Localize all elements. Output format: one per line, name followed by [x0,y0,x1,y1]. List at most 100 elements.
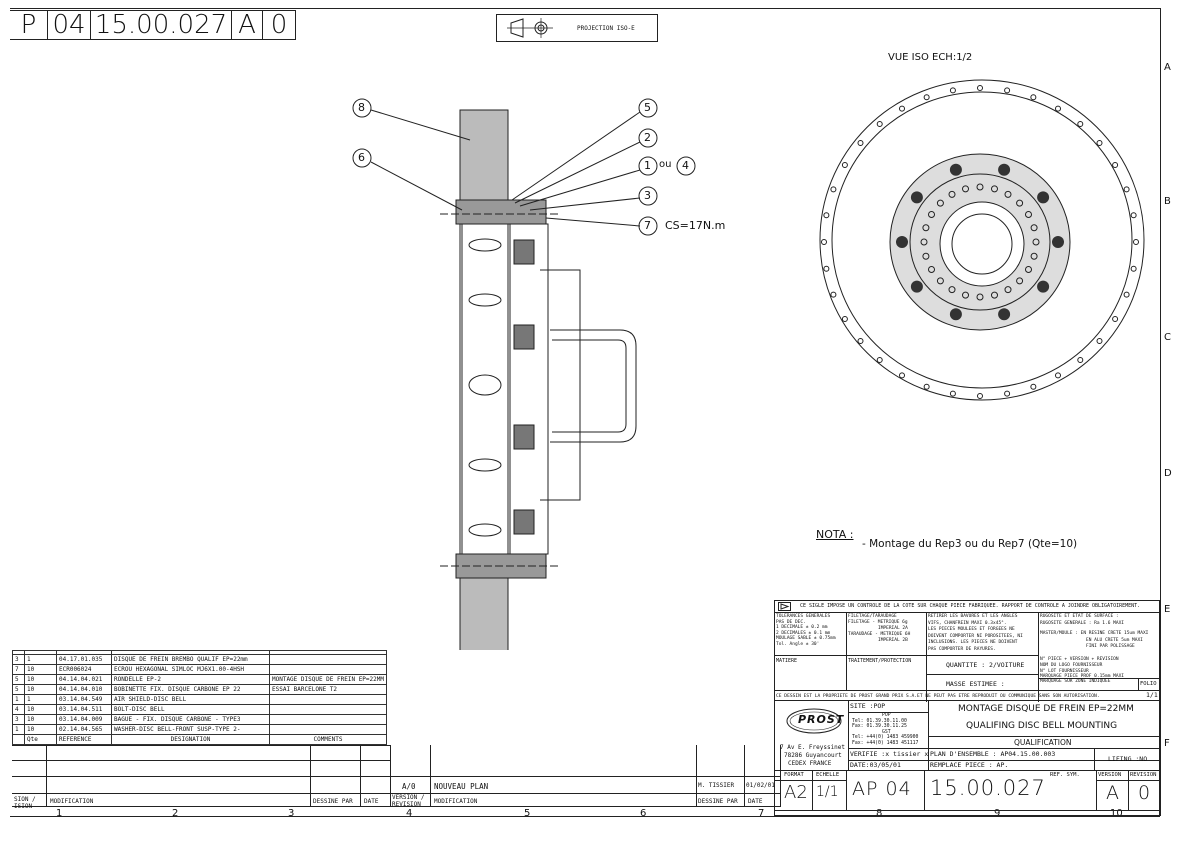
ref-box-group: 04 [47,10,91,40]
callout-6-label: 6 [358,151,365,164]
zone-num-8: 8 [876,808,883,819]
echelle-label: ECHELLE [816,772,840,778]
iso-rim-hole [821,239,827,245]
marquage-list: N° PIECE + VERSION + REVISION NOM DU LOG… [1040,657,1124,684]
iso-view [819,79,1145,401]
date-label: DATE:03/05/01 [850,761,901,769]
iso-bolt [910,280,923,293]
view-label: VUE ISO ECH:1/2 [888,52,973,63]
bom-designation: DISQUE DE FREIN BREMBO QUALIF EP=22mm [111,654,270,665]
control-triangle-icon [778,602,791,611]
bottom-border-line [10,816,1160,817]
iso-rim-hole [1133,239,1139,245]
aretes-list: RETIRER LES BAVURES ET LES ANGLES VIFS, … [928,614,1023,652]
folio-value: 1/1 [1146,691,1158,699]
iso-rim-hole [876,356,883,363]
callout-balloons [352,98,696,236]
bom-comment [269,724,387,735]
callout-4-circle [676,156,696,176]
plan-ensemble-label: PLAN D'ENSEMBLE : AP04.15.00.003 [930,750,1056,758]
bom-ref: 03.14.04.511 [56,704,112,715]
ref-box-number: 15.00.027 [90,10,232,40]
iso-bell-hole [962,291,970,299]
iso-rim-hole [1096,337,1103,344]
iso-rim-hole [1004,390,1011,397]
iso-bell-hole [920,238,928,246]
revision-dessine-label-2: DESSINE PAR [698,798,738,805]
control-notice: CE SIGLE IMPOSE UN CONTROLE DE LA COTE S… [800,603,1141,609]
iso-rim-hole [1123,186,1130,193]
iso-rim-hole [977,85,983,91]
revision-modification-label: MODIFICATION [50,798,94,805]
callout-5-label: 5 [644,101,651,114]
iso-rim-hole [823,265,830,272]
property-notice: CE DESSIN EST LA PROPRIETE DE PROST GRAN… [776,694,1100,699]
bom-rep: 3 [12,714,25,725]
zone-letter-c: C [1164,332,1171,343]
revision-date-label-2: DATE [748,798,763,805]
callout-1-circle [638,156,658,176]
iso-bolt [1037,280,1050,293]
iso-rim-hole [841,316,848,322]
quantite-label: QUANTITE : 2/VOITURE [946,661,1025,669]
iso-bell-hole [922,252,930,260]
part-prefix: AP 04 [852,778,912,800]
iso-bell-hole [928,266,936,273]
bom-designation: BAGUE - FIX. DISQUE CARBONE - TYPE3 [111,714,270,725]
right-border-line [1160,8,1161,816]
title-en: QUALIFING DISC BELL MOUNTING [966,721,1118,731]
zone-num-1: 1 [56,808,63,819]
iso-bell-hole [936,199,944,207]
iso-bell-hole [1030,224,1038,232]
revision-modif: NOUVEAU PLAN [434,782,489,791]
bom-designation: BOBINETTE FIX. DISQUE CARBONE EP 22 [111,684,270,695]
bom-ref: 04.14.04.021 [56,674,112,685]
bom-qty: 10 [24,684,57,695]
iso-bell-hole [990,185,998,193]
iso-bolt [1037,191,1050,204]
revision-value: 0 [1138,782,1151,804]
iso-bell-hole [1004,286,1012,294]
iso-bell-hole [948,286,956,294]
iso-bolt [949,308,962,321]
bom-rep: 1 [12,724,25,735]
bom-qty: 1 [24,694,57,705]
bom-ref: ECR006024 [56,664,112,675]
iso-rim-hole [823,212,830,219]
iso-rim-hole [857,140,864,147]
bom-rep: 1 [12,694,25,705]
projection-box: PROJECTION ISO-E [496,14,658,42]
iso-rim-hole [1077,121,1084,128]
bom-qty: 10 [24,664,57,675]
bom-header-designation: DESIGNATION [111,734,270,745]
matiere-label: MATIERE [776,658,798,664]
bom-comment [269,654,387,665]
ref-box-revision: 0 [262,10,296,40]
iso-rim-hole [1112,162,1119,168]
bom-comment [269,664,387,675]
version-value: A [1106,782,1119,804]
iso-bell-hole [1004,190,1012,198]
bom-rep: 5 [12,684,25,695]
rugosite-list: RUGOSITE ET ETAT DE SURFACE : RUGOSITE G… [1040,614,1149,649]
iso-bolt [949,163,962,176]
zone-num-2: 2 [172,808,179,819]
iso-rim-hole [1112,316,1119,322]
iso-rim-hole [830,291,837,298]
zone-num-4: 4 [406,808,413,819]
revision-dessine-label: DESSINE PAR [313,798,353,805]
iso-rim-hole [923,94,930,101]
iso-rim-holes [821,85,1139,399]
title-fr: MONTAGE DISQUE DE FREIN EP=22MM [958,704,1134,714]
zone-letter-b: B [1164,196,1171,207]
callout-3-label: 3 [644,189,651,202]
site-label: SITE :POP [850,702,886,710]
